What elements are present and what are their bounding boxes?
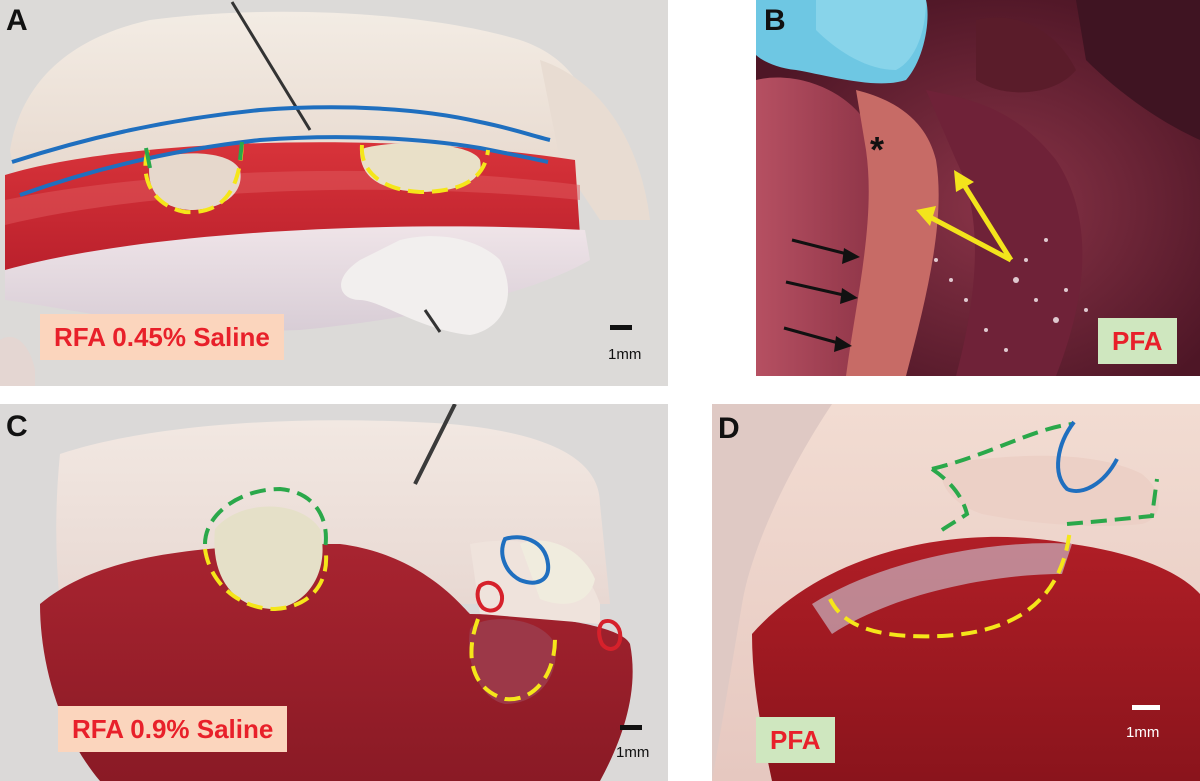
panel-c-scale-bar bbox=[620, 725, 642, 730]
panel-c-tag: RFA 0.9% Saline bbox=[58, 706, 288, 752]
panel-a-scale-label: 1mm bbox=[608, 346, 642, 363]
panel-b-asterisk: * bbox=[870, 129, 885, 170]
panel-c-letter: C bbox=[6, 410, 28, 443]
panel-d-photo bbox=[712, 404, 1200, 781]
panel-b-photo bbox=[756, 0, 1200, 376]
panel-d: D PFA 1mm bbox=[712, 404, 1200, 781]
panel-c-scale-label: 1mm bbox=[616, 744, 650, 761]
panel-a: A RFA 0.45% Saline 1mm bbox=[0, 0, 668, 386]
panel-d-tag: PFA bbox=[756, 717, 835, 763]
panel-a-photo bbox=[0, 0, 668, 386]
panel-b-tag: PFA bbox=[1098, 318, 1177, 364]
panel-d-letter: D bbox=[718, 412, 740, 445]
panel-a-letter: A bbox=[6, 4, 28, 37]
panel-a-scale-bar bbox=[610, 325, 632, 330]
panel-c: C RFA 0.9% Saline 1mm bbox=[0, 404, 668, 781]
panel-b: B * PFA bbox=[756, 0, 1200, 376]
panel-d-scale-bar bbox=[1132, 705, 1160, 710]
panel-a-tag: RFA 0.45% Saline bbox=[40, 314, 284, 360]
panel-b-letter: B bbox=[764, 4, 786, 37]
panel-d-scale-label: 1mm bbox=[1126, 724, 1160, 741]
